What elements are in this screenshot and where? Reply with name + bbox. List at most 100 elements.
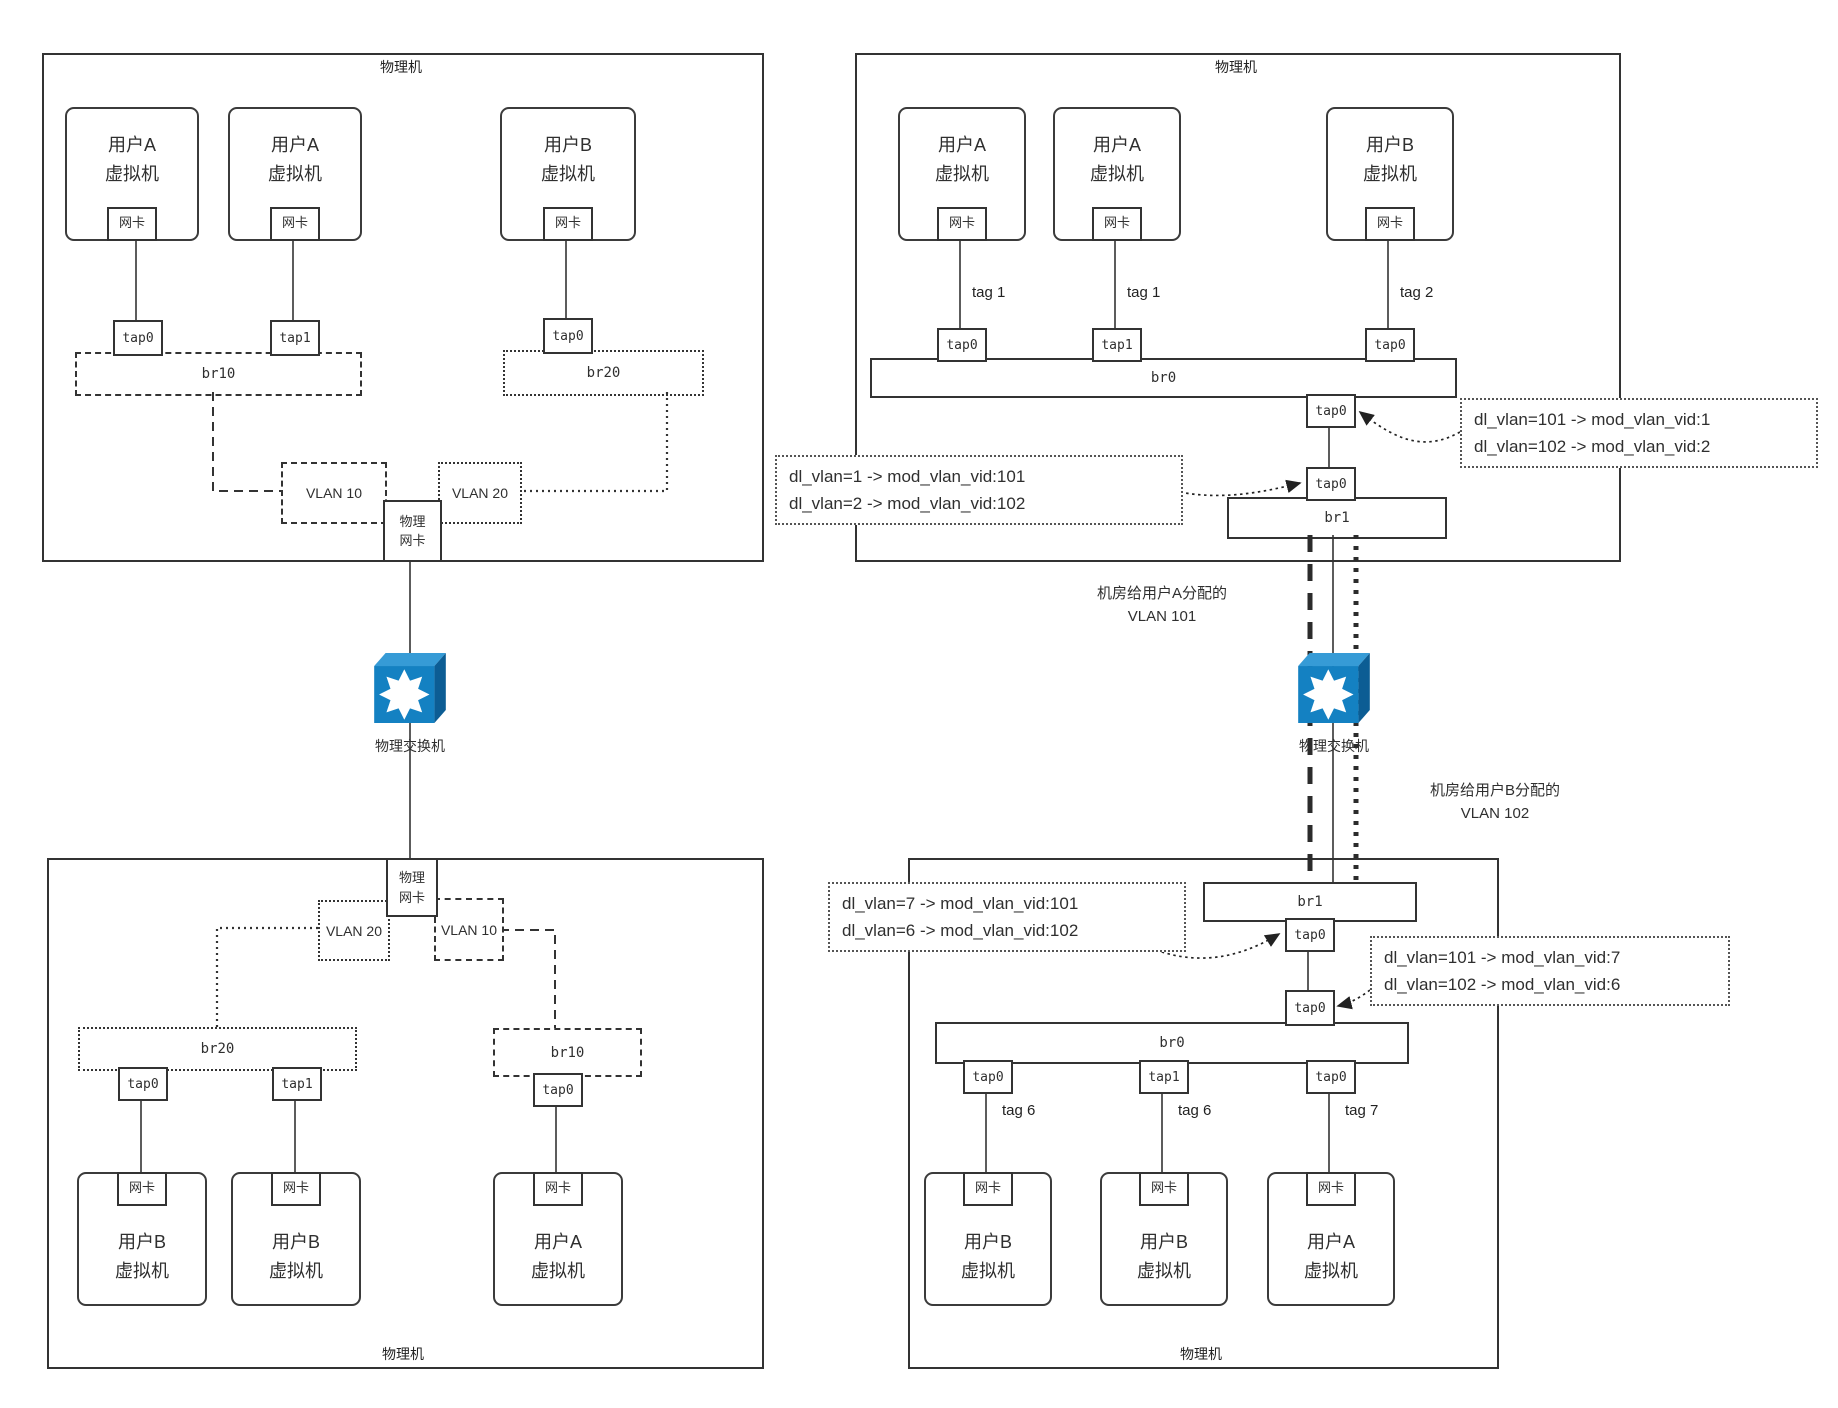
vm-kind: 虚拟机 <box>269 1260 323 1281</box>
vm-owner: 用户B <box>963 1232 1012 1252</box>
vm-nic: 网卡 <box>1306 1172 1356 1206</box>
right-physical-switch-icon <box>1298 653 1370 723</box>
left-top-vm-b1: 用户B 虚拟机 网卡 <box>500 107 636 241</box>
right-top-tap0-b: tap0 <box>1365 328 1415 362</box>
flow-rule-annotation-top-right: dl_vlan=101 -> mod_vlan_vid:1 dl_vlan=10… <box>1460 398 1818 469</box>
vlan102-trunk-label: 机房给用户B分配的 VLAN 102 <box>1429 782 1560 822</box>
left-bottom-vlan20-box: VLAN 20 <box>318 900 390 961</box>
left-top-machine-title: 物理机 <box>380 59 422 75</box>
right-switch-label: 物理交换机 <box>1299 738 1369 754</box>
right-top-machine-title: 物理机 <box>1215 59 1257 75</box>
vm-owner: 用户A <box>1092 135 1141 155</box>
right-top-bridge-br1: br1 <box>1227 497 1447 539</box>
left-switch-label: 物理交换机 <box>375 738 445 754</box>
vm-nic: 网卡 <box>533 1172 583 1206</box>
tag-label: tag 1 <box>972 284 1006 301</box>
right-bottom-physical-machine <box>908 858 1499 1369</box>
vm-nic: 网卡 <box>117 1172 167 1206</box>
tag-label: tag 6 <box>1178 1102 1212 1119</box>
right-top-tap0: tap0 <box>937 328 987 362</box>
vm-nic: 网卡 <box>270 207 320 241</box>
right-top-vm-a1: 用户A 虚拟机 网卡 <box>898 107 1026 241</box>
right-bottom-bridge-br0: br0 <box>935 1022 1409 1064</box>
tag-label: tag 2 <box>1400 284 1434 301</box>
vm-kind: 虚拟机 <box>1304 1260 1358 1281</box>
vm-owner: 用户B <box>543 135 592 155</box>
left-bottom-bridge-br20: br20 <box>78 1027 357 1071</box>
left-top-tap0-b: tap0 <box>543 318 593 354</box>
right-top-bridge-br0: br0 <box>870 358 1457 398</box>
left-bottom-physical-nic: 物理 网卡 <box>386 858 438 917</box>
right-top-tap0-low: tap0 <box>1306 467 1356 501</box>
vm-kind: 虚拟机 <box>1137 1260 1191 1281</box>
right-top-vm-a2: 用户A 虚拟机 网卡 <box>1053 107 1181 241</box>
right-bottom-bridge-br1: br1 <box>1203 882 1417 922</box>
vm-owner: 用户A <box>107 135 156 155</box>
left-top-bridge-br10: br10 <box>75 352 362 396</box>
right-bottom-tap0-low: tap0 <box>1285 990 1335 1026</box>
left-bottom-vm-a1: 网卡 用户A 虚拟机 <box>493 1172 623 1306</box>
vm-owner: 用户A <box>270 135 319 155</box>
vlan101-trunk-label: 机房给用户A分配的 VLAN 101 <box>1096 585 1227 625</box>
tag-label: tag 7 <box>1345 1102 1379 1119</box>
vm-kind: 虚拟机 <box>1090 163 1144 184</box>
left-top-vlan20-box: VLAN 20 <box>438 462 522 524</box>
right-bottom-tap0: tap0 <box>963 1060 1013 1094</box>
vm-nic: 网卡 <box>1092 207 1142 241</box>
flow-rule-annotation-bottom-left: dl_vlan=7 -> mod_vlan_vid:101 dl_vlan=6 … <box>828 882 1186 953</box>
vm-nic: 网卡 <box>963 1172 1013 1206</box>
right-bottom-tap1: tap1 <box>1139 1060 1189 1094</box>
right-bottom-machine-title: 物理机 <box>1180 1346 1222 1362</box>
vm-owner: 用户B <box>271 1232 320 1252</box>
right-bottom-vm-b2: 网卡 用户B 虚拟机 <box>1100 1172 1228 1306</box>
left-bottom-machine-title: 物理机 <box>382 1346 424 1362</box>
left-top-tap0: tap0 <box>113 320 163 356</box>
tag-label: tag 1 <box>1127 284 1161 301</box>
tag-label: tag 6 <box>1002 1102 1036 1119</box>
right-bottom-vm-b1: 网卡 用户B 虚拟机 <box>924 1172 1052 1306</box>
left-bottom-vm-b1: 网卡 用户B 虚拟机 <box>77 1172 207 1306</box>
vm-kind: 虚拟机 <box>268 163 322 184</box>
vm-nic: 网卡 <box>271 1172 321 1206</box>
left-top-vlan10-box: VLAN 10 <box>281 462 387 524</box>
right-top-physical-machine <box>855 53 1621 562</box>
vm-owner: 用户B <box>1139 1232 1188 1252</box>
left-bottom-tap0: tap0 <box>118 1067 168 1101</box>
left-bottom-tap1: tap1 <box>272 1067 322 1101</box>
flow-rule-annotation-bottom-right: dl_vlan=101 -> mod_vlan_vid:7 dl_vlan=10… <box>1370 936 1730 1007</box>
vm-owner: 用户A <box>937 135 986 155</box>
left-top-tap1: tap1 <box>270 320 320 356</box>
vm-nic: 网卡 <box>543 207 593 241</box>
left-bottom-vlan10-box: VLAN 10 <box>434 898 504 961</box>
right-top-tap1: tap1 <box>1092 328 1142 362</box>
vm-kind: 虚拟机 <box>115 1260 169 1281</box>
vm-kind: 虚拟机 <box>105 163 159 184</box>
left-top-vm-a2: 用户A 虚拟机 网卡 <box>228 107 362 241</box>
right-bottom-tap0-up: tap0 <box>1285 918 1335 952</box>
left-top-physical-nic: 物理 网卡 <box>383 500 442 562</box>
vm-nic: 网卡 <box>107 207 157 241</box>
vm-owner: 用户A <box>1306 1232 1355 1252</box>
flow-rule-annotation-top-left: dl_vlan=1 -> mod_vlan_vid:101 dl_vlan=2 … <box>775 455 1183 526</box>
vm-kind: 虚拟机 <box>531 1260 585 1281</box>
right-bottom-tap0-b: tap0 <box>1306 1060 1356 1094</box>
left-top-bridge-br20: br20 <box>503 350 704 396</box>
right-bottom-vm-a1: 网卡 用户A 虚拟机 <box>1267 1172 1395 1306</box>
vm-kind: 虚拟机 <box>541 163 595 184</box>
left-bottom-vm-b2: 网卡 用户B 虚拟机 <box>231 1172 361 1306</box>
right-top-vm-b1: 用户B 虚拟机 网卡 <box>1326 107 1454 241</box>
left-top-vm-a1: 用户A 虚拟机 网卡 <box>65 107 199 241</box>
vm-owner: 用户B <box>117 1232 166 1252</box>
vm-kind: 虚拟机 <box>935 163 989 184</box>
right-top-tap0-mid: tap0 <box>1306 394 1356 428</box>
vm-nic: 网卡 <box>937 207 987 241</box>
vm-nic: 网卡 <box>1365 207 1415 241</box>
vm-owner: 用户B <box>1365 135 1414 155</box>
vm-owner: 用户A <box>533 1232 582 1252</box>
left-bottom-bridge-br10: br10 <box>493 1028 642 1077</box>
left-bottom-tap0-b: tap0 <box>533 1073 583 1107</box>
vm-kind: 虚拟机 <box>961 1260 1015 1281</box>
left-physical-switch-icon <box>374 653 446 723</box>
vm-nic: 网卡 <box>1139 1172 1189 1206</box>
